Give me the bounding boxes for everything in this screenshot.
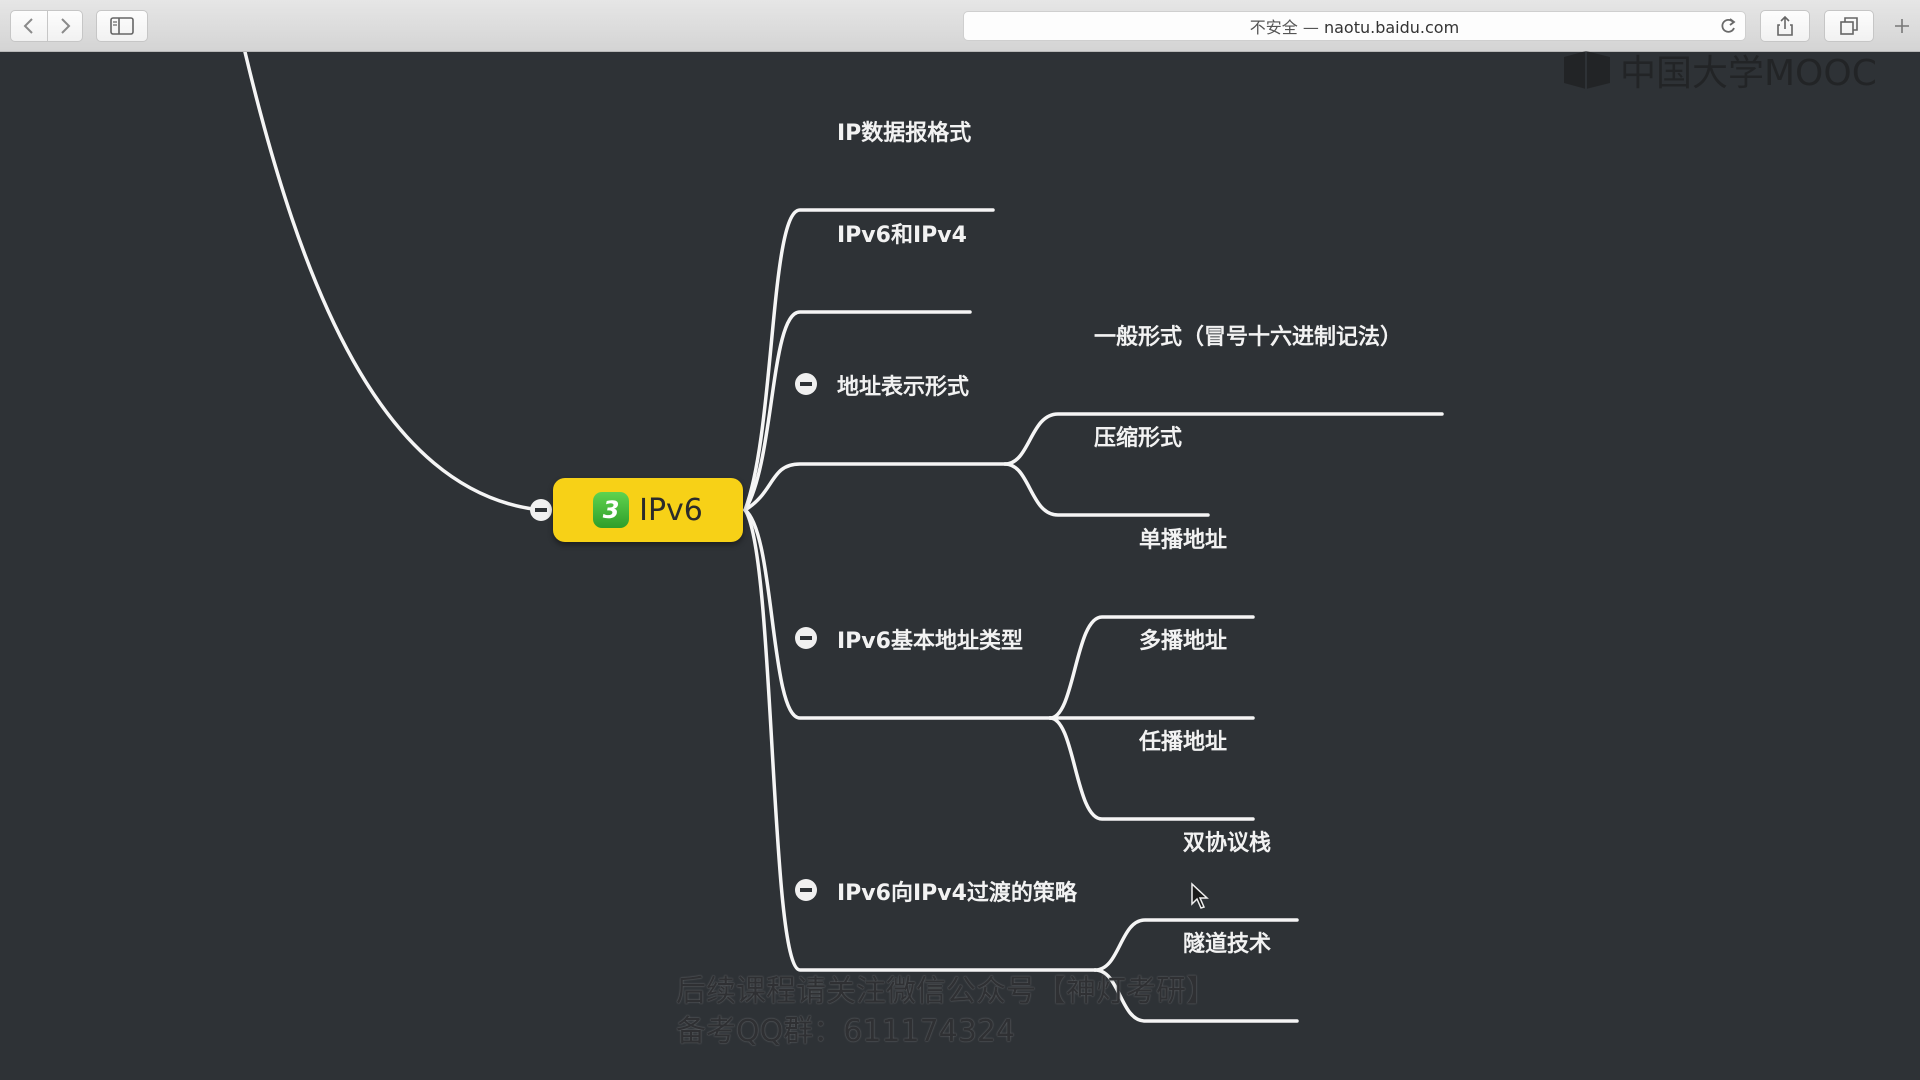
collapse-button-address-format[interactable] (795, 373, 817, 395)
link-b4-c1 (1048, 615, 1255, 720)
chevron-right-icon (61, 18, 71, 34)
address-host: naotu.baidu.com (1323, 18, 1460, 37)
branch-node-ip-datagram-format[interactable]: IP数据报格式 (837, 121, 972, 146)
chevron-left-icon (23, 18, 33, 34)
tabs-icon (1840, 17, 1858, 35)
video-subtitle: 后续课程请关注微信公众号【神灯考研】 备考QQ群：611174324 (676, 972, 1216, 1052)
link-branch-3 (743, 462, 1007, 512)
leaf-node-compressed-form[interactable]: 压缩形式 (1094, 426, 1183, 451)
link-b5-c1 (1093, 918, 1299, 972)
watermark-text: 中国大学MOOC (1620, 53, 1877, 94)
branch-node-transition-strategy[interactable]: IPv6向IPv4过渡的策略 (837, 881, 1077, 906)
plus-icon (1895, 19, 1909, 33)
leaf-node-anycast[interactable]: 任播地址 (1139, 730, 1228, 755)
link-branch-2 (743, 310, 972, 512)
address-bar[interactable]: 不安全 — naotu.baidu.com (963, 11, 1746, 41)
branch-node-address-format[interactable]: 地址表示形式 (837, 375, 970, 400)
new-tab-button[interactable] (1890, 14, 1914, 38)
share-button[interactable] (1760, 10, 1810, 42)
leaf-node-general-form[interactable]: 一般形式（冒号十六进制记法） (1094, 325, 1403, 350)
leaf-node-tunneling[interactable]: 隧道技术 (1183, 932, 1272, 957)
back-button[interactable] (10, 10, 48, 42)
sidebar-toggle-button[interactable] (96, 10, 148, 42)
link-branch-5 (743, 508, 1097, 972)
leaf-node-unicast[interactable]: 单播地址 (1139, 528, 1228, 553)
branch-node-ipv6-and-ipv4[interactable]: IPv6和IPv4 (837, 223, 967, 248)
tabs-overview-button[interactable] (1824, 10, 1874, 42)
subtitle-line-1: 后续课程请关注微信公众号【神灯考研】 (676, 974, 1216, 1009)
mindmap-connectors (243, 52, 1444, 1023)
browser-toolbar: 不安全 — naotu.baidu.com (0, 0, 1920, 52)
link-branch-1 (743, 208, 995, 512)
link-branch-4 (743, 508, 1052, 720)
security-warning: 不安全 — (1249, 18, 1319, 37)
mouse-cursor-icon (1191, 882, 1209, 909)
reload-icon[interactable] (1719, 17, 1737, 39)
sidebar-icon (110, 17, 134, 35)
leaf-node-dual-stack[interactable]: 双协议栈 (1183, 831, 1272, 856)
branch-node-address-types[interactable]: IPv6基本地址类型 (837, 629, 1023, 654)
parent-link (243, 52, 542, 512)
forward-button[interactable] (47, 10, 83, 42)
link-b4-c3 (1048, 716, 1255, 821)
root-node[interactable]: 3 IPv6 (553, 478, 743, 542)
collapse-button-address-types[interactable] (795, 627, 817, 649)
share-icon (1777, 15, 1793, 36)
link-b5-c2 (1093, 968, 1299, 1023)
root-collapse-button[interactable] (530, 499, 552, 521)
mooc-logo-icon (1564, 51, 1610, 89)
link-b3-c2 (1003, 462, 1210, 517)
link-b3-c1 (1003, 412, 1444, 466)
address-text: 不安全 — naotu.baidu.com (1250, 14, 1459, 38)
collapse-button-transition[interactable] (795, 879, 817, 901)
priority-badge: 3 (593, 492, 630, 528)
leaf-node-multicast[interactable]: 多播地址 (1139, 629, 1228, 654)
subtitle-line-2: 备考QQ群：611174324 (676, 1014, 1016, 1049)
mooc-watermark: 中国大学MOOC (1562, 44, 1877, 96)
mindmap-canvas[interactable]: 中国大学MOOC 3 IPv6 IP数据报格式 IPv6和IPv4 地址表示形式… (0, 51, 1920, 1080)
root-label: IPv6 (639, 492, 703, 528)
